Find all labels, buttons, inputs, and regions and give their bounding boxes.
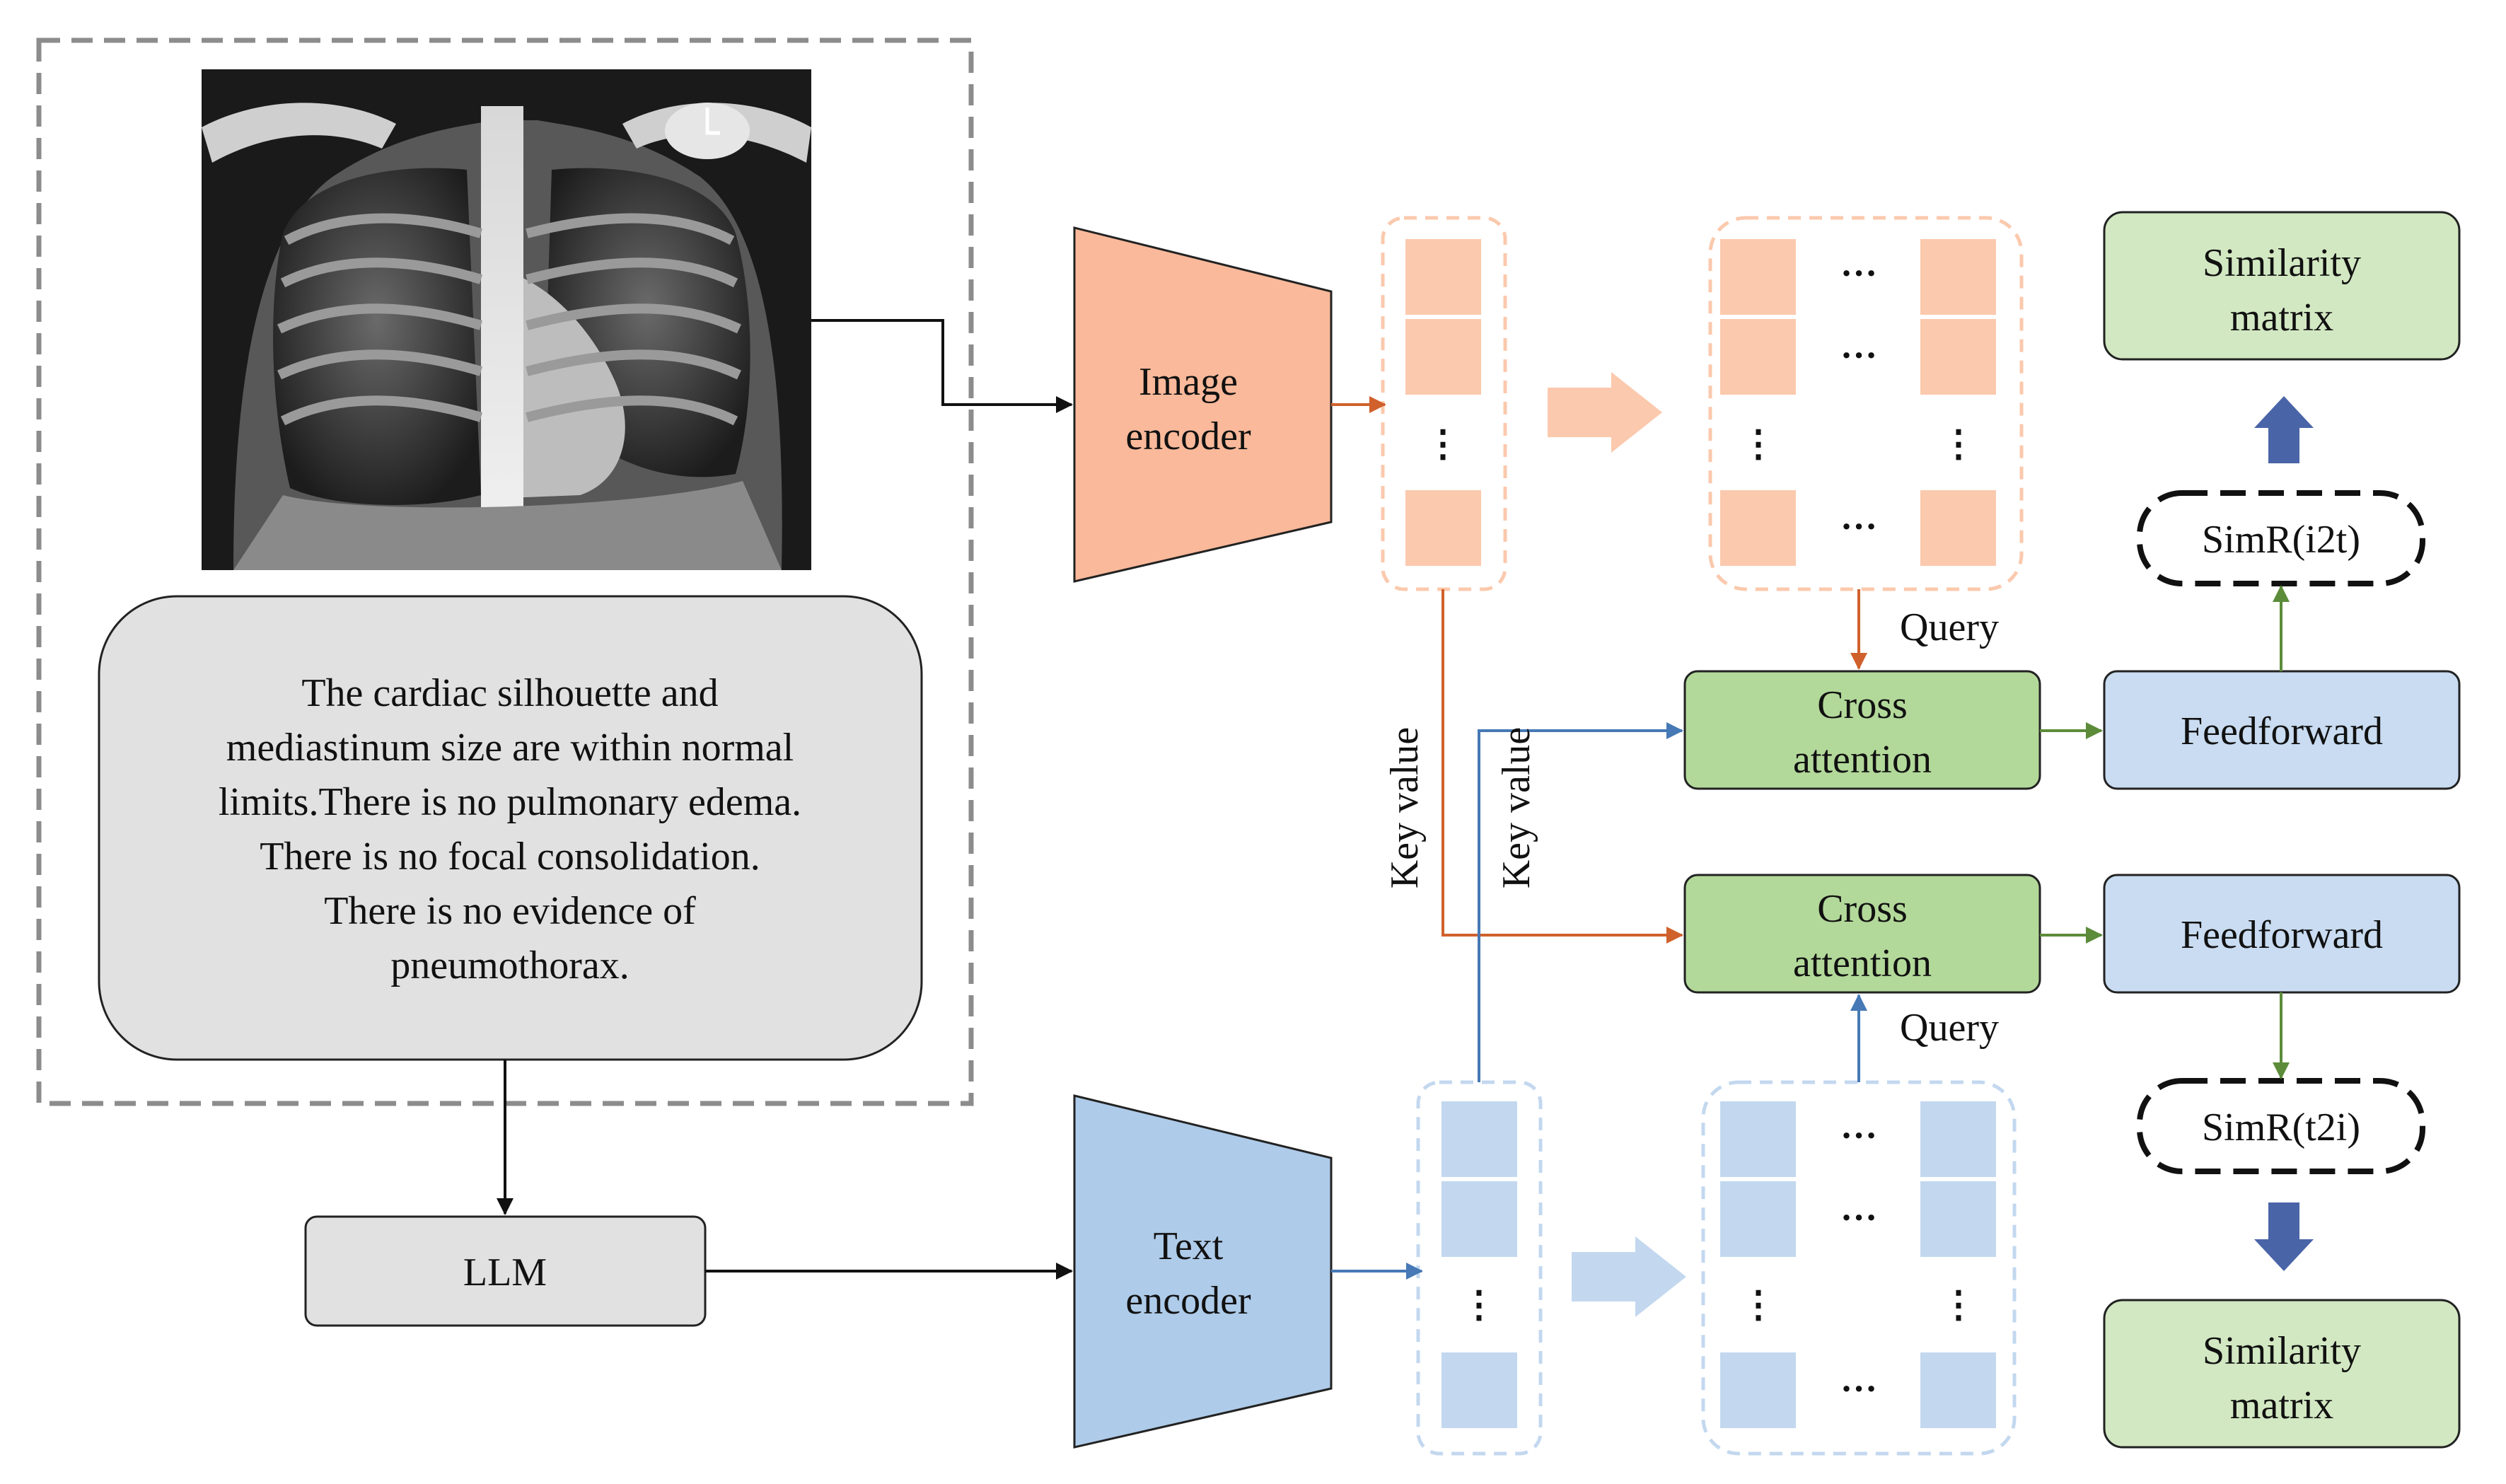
image-grid-vdots: ⋮	[1740, 424, 1777, 465]
simr-i2t-label: SimR(i2t)	[2202, 518, 2360, 562]
cross-attention-top-label-1: Cross	[1817, 683, 1908, 727]
image-grid-token	[1920, 239, 1996, 315]
image-grid-ellipsis: …	[1840, 497, 1877, 538]
text-encoder-label-1: Text	[1154, 1224, 1224, 1268]
image-grid-token	[1720, 490, 1796, 566]
text-key-value-line	[1478, 722, 1683, 1082]
text-grid-vdots: ⋮	[1940, 1285, 1977, 1326]
simr-t2i-box	[2137, 1078, 2425, 1174]
image-encoder	[1073, 226, 1333, 583]
report-line-5: There is no evidence of	[324, 889, 696, 933]
image-token	[1405, 239, 1481, 315]
similarity-matrix-bottom-label-2: matrix	[2230, 1384, 2333, 1427]
image-grid-ellipsis: …	[1840, 326, 1877, 366]
text-token-grid	[1701, 1080, 2017, 1456]
simr-i2t-box	[2137, 490, 2425, 586]
image-to-encoder-arrow	[811, 319, 1073, 413]
text-grid-ellipsis: …	[1840, 1360, 1877, 1400]
report-line-2: mediastinum size are within normal	[226, 726, 794, 770]
similarity-matrix-top-label-1: Similarity	[2203, 241, 2361, 285]
image-expand-arrow	[1548, 372, 1662, 453]
text-token	[1441, 1101, 1517, 1177]
feedforward-bottom-label: Feedforward	[2181, 913, 2383, 957]
report-line-4: There is no focal consolidation.	[260, 835, 760, 879]
text-grid-ellipsis: …	[1840, 1106, 1877, 1147]
cross-attention-bottom-label-1: Cross	[1817, 887, 1908, 931]
image-token-grid	[1708, 216, 2024, 591]
image-token	[1405, 319, 1481, 395]
image-grid-token	[1920, 319, 1996, 395]
similarity-matrix-bottom	[2103, 1299, 2461, 1449]
image-grid-token	[1720, 239, 1796, 315]
image-grid-ellipsis: …	[1840, 244, 1877, 284]
report-line-1: The cardiac silhouette and	[301, 671, 718, 715]
image-encoder-label-2: encoder	[1125, 415, 1251, 458]
text-expand-arrow	[1572, 1236, 1686, 1317]
image-token-vdots: ⋮	[1425, 424, 1461, 465]
query-label-bottom: Query	[1900, 1006, 1999, 1050]
text-grid-vdots: ⋮	[1740, 1285, 1777, 1326]
image-grid-token	[1720, 319, 1796, 395]
report-text-box	[98, 595, 923, 1061]
text-encoder-label-2: encoder	[1125, 1279, 1251, 1323]
text-grid-token	[1720, 1181, 1796, 1257]
llm-label: LLM	[463, 1251, 547, 1294]
simr-t2i-label: SimR(t2i)	[2202, 1106, 2360, 1149]
report-line-3: limits.There is no pulmonary edema.	[219, 780, 801, 824]
chest-xray-image	[202, 69, 811, 570]
similarity-matrix-top	[2103, 211, 2461, 361]
image-grid-vdots: ⋮	[1940, 424, 1977, 465]
simr-to-similarity-bottom-arrow	[2254, 1202, 2314, 1271]
similarity-matrix-top-label-2: matrix	[2230, 296, 2333, 340]
text-encoder	[1073, 1094, 1333, 1449]
text-grid-token	[1920, 1181, 1996, 1257]
image-grid-token	[1920, 490, 1996, 566]
key-value-label-2: Key value	[1495, 727, 1538, 889]
query-label-top: Query	[1900, 605, 1999, 649]
image-encoder-label-1: Image	[1139, 360, 1238, 404]
report-line-6: pneumothorax.	[390, 944, 629, 987]
text-grid-ellipsis: …	[1840, 1188, 1877, 1229]
text-grid-token	[1920, 1352, 1996, 1428]
image-key-value-line	[1441, 589, 1683, 944]
image-token	[1405, 490, 1481, 566]
text-grid-token	[1720, 1352, 1796, 1428]
text-token	[1441, 1181, 1517, 1257]
feedforward-top-label: Feedforward	[2181, 709, 2383, 753]
cross-attention-top-label-2: attention	[1793, 738, 1932, 782]
text-token	[1441, 1352, 1517, 1428]
cross-attention-bottom-label-2: attention	[1793, 941, 1932, 985]
text-grid-token	[1920, 1101, 1996, 1177]
simr-to-similarity-top-arrow	[2254, 396, 2314, 463]
key-value-label-1: Key value	[1383, 727, 1427, 889]
text-token-vdots: ⋮	[1461, 1285, 1497, 1326]
similarity-matrix-bottom-label-1: Similarity	[2203, 1329, 2361, 1373]
text-grid-token	[1720, 1101, 1796, 1177]
report-text: The cardiac silhouette and mediastinum s…	[219, 671, 801, 987]
